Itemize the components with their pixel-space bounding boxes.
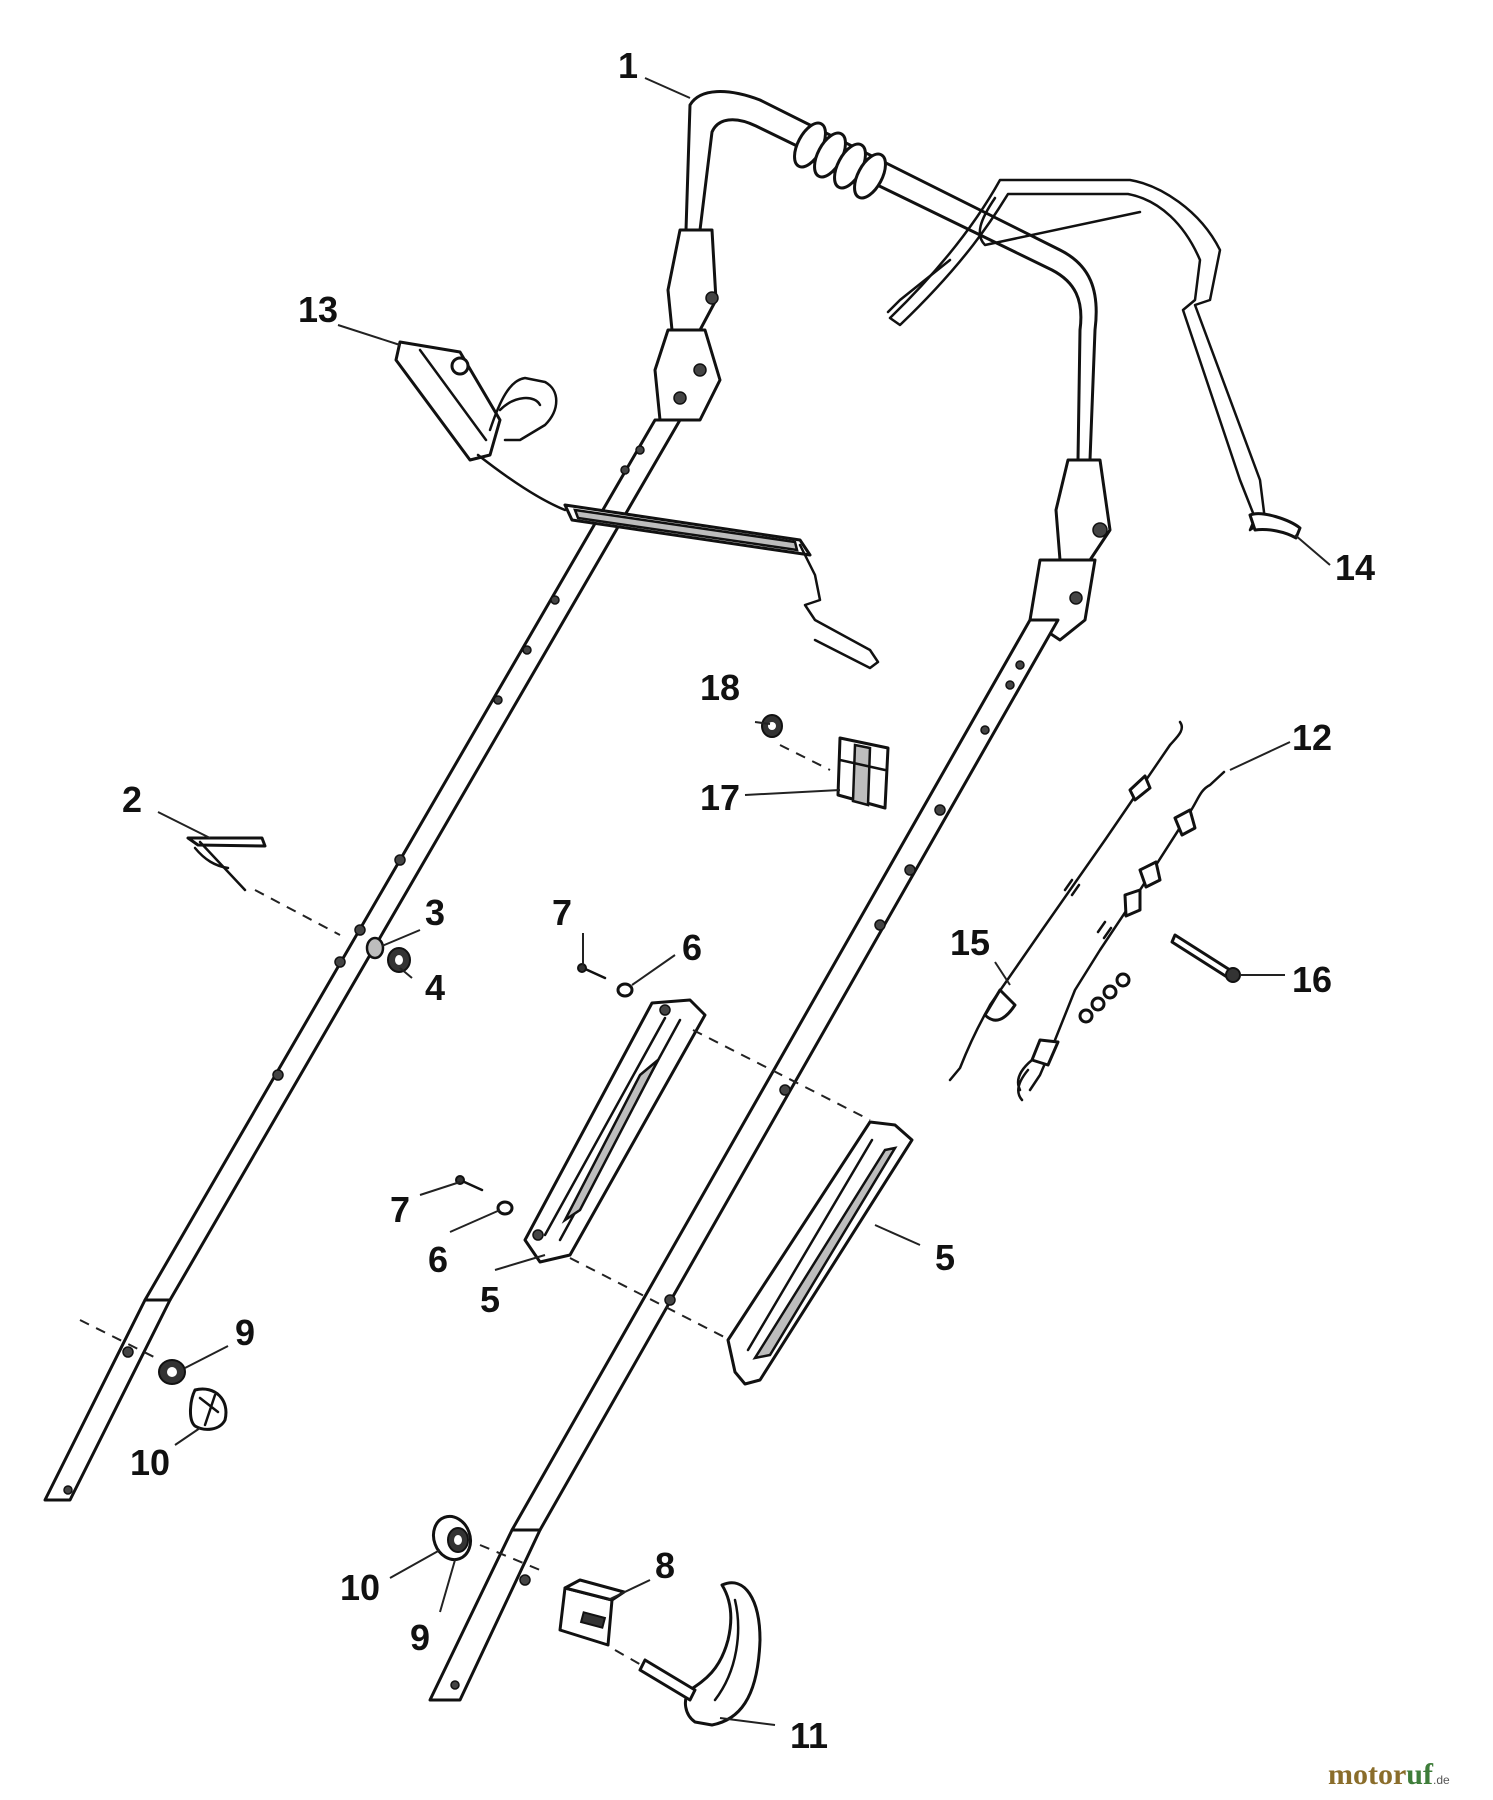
knob-right [431,1514,473,1562]
motoruf-logo: motoruf.de [1328,1758,1450,1792]
callout-9-lower: 9 [410,1617,430,1658]
callout-6-lower: 6 [428,1239,448,1280]
callout-labels: 1 13 14 18 17 12 2 3 4 7 6 15 16 7 6 5 5… [122,45,1375,1756]
callout-16: 16 [1292,959,1332,1000]
callout-9-left: 9 [235,1312,255,1353]
washer-nut-3-4 [365,936,411,973]
callout-3: 3 [425,892,445,933]
bail-bar [886,178,1302,540]
callout-1: 1 [618,45,638,86]
upper-handle [653,90,1112,642]
clamp-block-8 [558,1578,626,1647]
screw-washer-upper [577,963,634,998]
callout-10-left: 10 [130,1442,170,1483]
callout-11: 11 [790,1715,828,1756]
pin [186,836,267,892]
cables-12-15 [948,720,1226,1102]
screw-washer-lower [455,1175,514,1216]
clip-nut-17-18 [761,714,890,810]
callout-17: 17 [700,777,740,818]
quick-release-lever [638,1581,762,1727]
callout-2: 2 [122,779,142,820]
callout-18: 18 [700,667,740,708]
grip [793,121,887,200]
bolt-16 [1170,933,1241,983]
callout-7-lower: 7 [390,1189,410,1230]
callout-12: 12 [1292,717,1332,758]
callout-7-upper: 7 [552,892,572,933]
callout-15: 15 [950,922,990,963]
right-handle-tube [428,618,1060,1702]
logo-tld: .de [1432,1773,1450,1787]
handle-bracket-inner [523,998,707,1264]
leader-lines [157,77,1331,1726]
callout-10-lower: 10 [340,1567,380,1608]
callout-8: 8 [655,1545,675,1586]
control-lever [394,340,880,670]
callout-5-right: 5 [935,1237,955,1278]
knob-left [158,1359,228,1431]
logo-word-b: uf [1406,1758,1433,1791]
callout-5-left: 5 [480,1279,500,1320]
assembly-lines [79,744,871,1671]
callout-14: 14 [1335,547,1375,588]
callout-6-upper: 6 [682,927,702,968]
callout-4: 4 [425,967,445,1008]
handle-bracket-cover [726,1120,914,1386]
callout-13: 13 [298,289,338,330]
left-handle-tube [43,418,682,1502]
logo-word-a: motor [1328,1758,1407,1791]
